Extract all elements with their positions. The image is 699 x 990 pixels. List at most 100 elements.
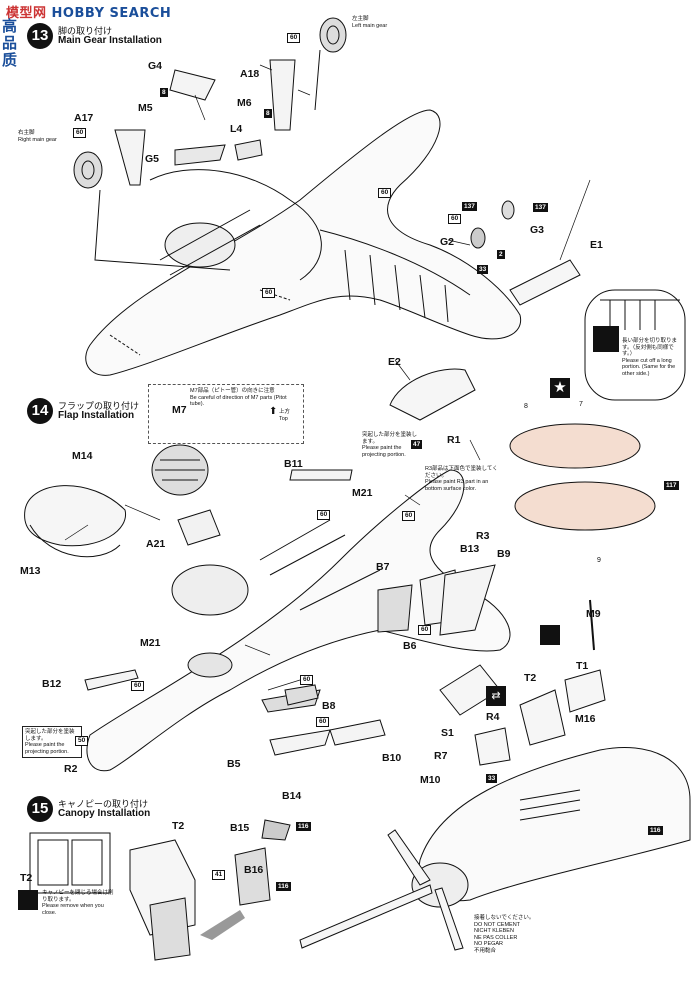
paint-code: 50 [75, 736, 89, 746]
decal-number: 9 [597, 557, 601, 564]
part-label: B10 [382, 752, 402, 764]
part-label: L4 [230, 123, 243, 135]
decal-number: 7 [579, 401, 583, 408]
no-cement-line: NO PEGAR [474, 941, 504, 947]
part-label: T1 [576, 660, 589, 672]
right-gear-en: Right main gear [18, 136, 57, 143]
no-cement-line: NE PAS COLLER [474, 934, 518, 941]
watermark-part1: 模型网 [6, 6, 47, 21]
paint-code: 60 [418, 625, 432, 635]
part-label: M21 [352, 487, 373, 499]
part-label: M16 [575, 713, 596, 725]
paint-code: 60 [73, 128, 87, 138]
aircraft-top-view [85, 109, 522, 376]
part-label: B12 [42, 678, 62, 690]
step-14-number: 14 [27, 398, 53, 424]
canopy-note: キャノピーを閉じる場合は削り取ります。 Please remove when y… [42, 890, 114, 916]
part-label: T2 [524, 672, 537, 684]
paint-code: 60 [317, 510, 331, 520]
paint-note-b-jp: 突起した部分を塗装します。 [25, 729, 75, 742]
part-label: G5 [145, 153, 160, 165]
paint-note-b: 突起した部分を塗装します。 Please paint the projectin… [22, 726, 82, 758]
part-label: M5 [138, 102, 153, 114]
part-label: B15 [230, 822, 250, 834]
r3-note-jp: R3部品は下面色で塗装してください。 [425, 466, 498, 479]
paint-code: 41 [212, 870, 226, 880]
part-label: E2 [388, 356, 401, 368]
part-label: R1 [447, 434, 461, 446]
paint-code: 116 [276, 882, 291, 891]
pliers-icon [540, 625, 560, 645]
cut-note-en: Please cut off a long portion. (Same for… [622, 357, 676, 377]
cut-icon [593, 326, 619, 352]
no-cement-line: NICHT KLEBEN [474, 928, 514, 934]
part-label: B8 [322, 700, 336, 712]
side-watermark: 高品质 [2, 17, 18, 69]
step-13-jp-title: 脚の取り付け [58, 26, 113, 36]
left-gear-jp: 左主脚 [352, 16, 369, 22]
paint-note-a: 突起した部分を塗装します。 Please paint the projectin… [362, 432, 420, 458]
star-icon: ★ [550, 378, 570, 398]
part-label: A21 [146, 538, 166, 550]
no-cement-note: 接着しないでください。 DO NOT CEMENT NICHT KLEBEN N… [474, 915, 564, 954]
right-wheel [73, 151, 103, 189]
paint-note-a-en: Please paint the projecting portion. [362, 445, 406, 458]
part-label: M21 [140, 637, 161, 649]
canopy-note-en: Please remove when you close. [42, 903, 104, 916]
part-label: B9 [497, 548, 511, 560]
m7-note: M7部品（ピトー管）の向きに注意 Be careful of direction… [148, 384, 304, 444]
cut-note-jp: 長い部分を切り取ります。（反対側も同様です。） [622, 338, 678, 357]
paint-note-b-en: Please paint the projecting portion. [25, 742, 69, 755]
part-label: B16 [244, 864, 264, 876]
paint-code: 137 [533, 203, 548, 212]
left-gear-note: 左主脚 Left main gear [352, 16, 387, 29]
paint-code: 60 [131, 681, 145, 691]
step-13-title: Main Gear Installation [58, 35, 162, 46]
r3-note: R3部品は下面色で塗装してください。 Please paint R3 part … [425, 466, 501, 492]
step-14-title: Flap Installation [58, 410, 135, 421]
step-13-number: 13 [27, 23, 53, 49]
canopy-note-jp: キャノピーを閉じる場合は削り取ります。 [42, 890, 114, 903]
part-label: B13 [460, 543, 480, 555]
up-jp: 上方 [279, 409, 291, 415]
paint-code: 60 [287, 33, 301, 43]
paint-code: 117 [664, 481, 679, 490]
paint-code: 8 [264, 109, 272, 118]
watermark-part2: HOBBY SEARCH [51, 6, 172, 21]
paint-code: 8 [160, 88, 168, 97]
part-label: G3 [530, 224, 545, 236]
part-label: R2 [64, 763, 78, 775]
part-label: R7 [434, 750, 448, 762]
part-label: M10 [420, 774, 441, 786]
aircraft-bottom-view [86, 469, 511, 772]
paint-code: 47 [411, 440, 423, 449]
part-label: G2 [440, 236, 455, 248]
part-label: M6 [237, 97, 252, 109]
part-label: E1 [590, 239, 603, 251]
no-cement-line: 不用黏合 [474, 947, 497, 954]
m7-note-jp: M7部品（ピトー管）の向きに注意 [190, 388, 275, 394]
step-15-jp-title: キャノピーの取り付け [58, 799, 149, 809]
cut-icon [18, 890, 38, 910]
left-gear-en: Left main gear [352, 22, 388, 29]
part-label: B7 [376, 561, 390, 573]
part-label: G4 [148, 60, 163, 72]
paint-code: 116 [296, 822, 311, 831]
paint-code: 60 [378, 188, 392, 198]
up-arrow-icon: ⬆ [269, 406, 278, 417]
paint-code: 137 [462, 202, 477, 211]
part-label: A17 [74, 112, 94, 124]
no-cement-jp: 接着しないでください。 [474, 915, 535, 921]
paint-code: 60 [300, 675, 314, 685]
part-label: R4 [486, 711, 500, 723]
part-label: B11 [284, 458, 303, 470]
paint-code: 33 [486, 774, 498, 783]
reverse-arrows-icon: ⇄ [486, 686, 506, 706]
right-gear-jp: 右主脚 [18, 130, 35, 136]
part-label: T2 [172, 820, 185, 832]
left-wheel [319, 17, 347, 53]
part-label: M7 [172, 404, 187, 416]
paint-code: 33 [477, 265, 489, 274]
step-15-number: 15 [27, 796, 53, 822]
paint-code: 60 [262, 288, 276, 298]
